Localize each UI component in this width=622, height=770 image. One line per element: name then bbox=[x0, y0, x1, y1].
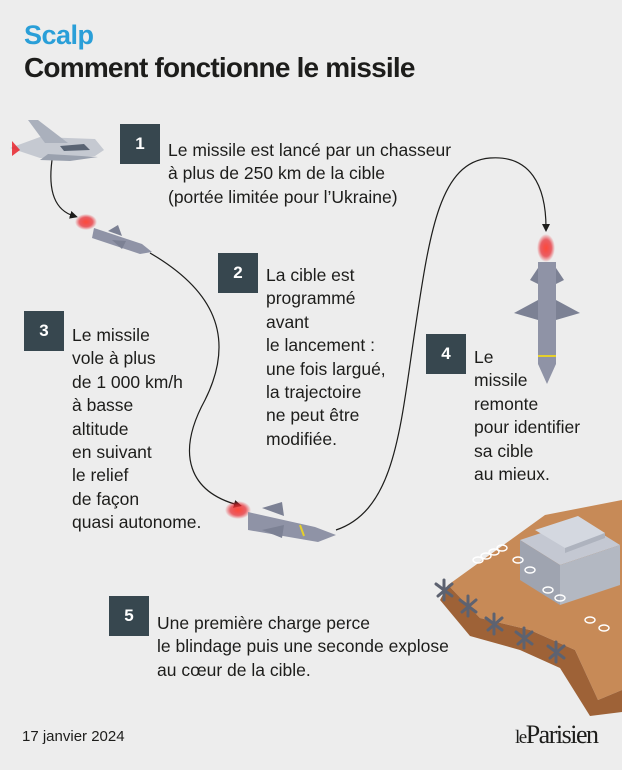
step-badge-1: 1 bbox=[120, 124, 160, 164]
step-badge-2: 2 bbox=[218, 253, 258, 293]
missile-icon bbox=[514, 234, 580, 384]
trajectory-line-drop bbox=[50, 159, 78, 219]
step-text-3: Le missile vole à plus de 1 000 km/h à b… bbox=[72, 325, 202, 533]
step-text-5: Une première charge perce le blindage pu… bbox=[157, 613, 449, 680]
bunker-icon bbox=[440, 500, 622, 716]
page-title: Comment fonctionne le missile bbox=[24, 52, 415, 83]
step-text-4: Le missile remonte pour identifier sa ci… bbox=[474, 347, 581, 485]
kicker: Scalp bbox=[24, 20, 94, 50]
le-parisien-logo: leParisien bbox=[515, 720, 599, 750]
trajectory-line-low bbox=[149, 252, 242, 508]
publication-date: 17 janvier 2024 bbox=[22, 728, 125, 745]
step-text-2: La cible est programmé avant le lancemen… bbox=[266, 265, 386, 449]
fighter-jet-icon bbox=[10, 120, 104, 161]
logo-prefix: le bbox=[515, 727, 527, 748]
logo-name: Parisien bbox=[525, 720, 599, 749]
missile-icon bbox=[225, 501, 336, 542]
step-badge-4: 4 bbox=[426, 334, 466, 374]
missile-icon bbox=[75, 214, 152, 254]
trajectory-line-climb bbox=[335, 157, 550, 531]
czech-hedgehog-icon bbox=[434, 578, 566, 664]
step-badge-5: 5 bbox=[109, 596, 149, 636]
barbed-wire-icon bbox=[472, 544, 610, 632]
step-badge-3: 3 bbox=[24, 311, 64, 351]
step-text-1: Le missile est lancé par un chasseur à p… bbox=[168, 140, 452, 207]
